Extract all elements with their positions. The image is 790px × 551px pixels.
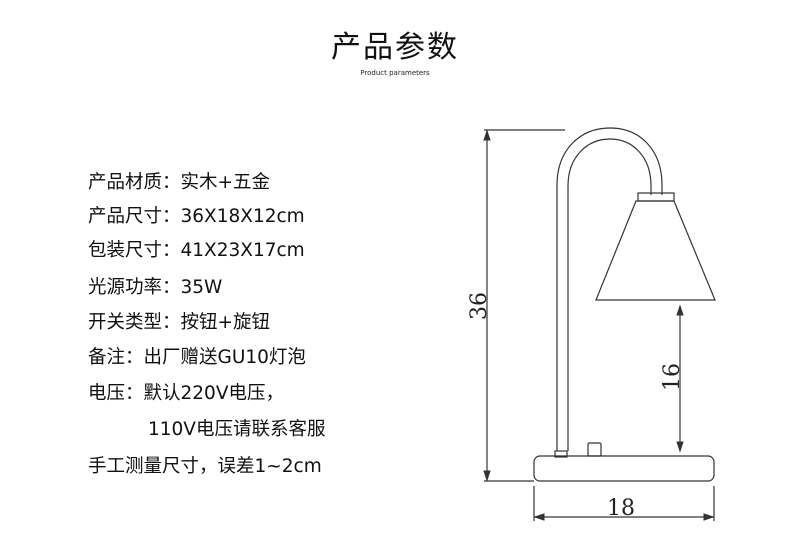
spec-label: 电压： (88, 383, 144, 404)
spec-value: 41X23X17cm (180, 240, 305, 261)
lamp-shade (595, 200, 716, 301)
spec-package-size: 包装尺寸：41X23X17cm (88, 234, 305, 268)
height-arrow-top (483, 129, 491, 141)
spec-label: 产品尺寸： (88, 206, 181, 227)
clearance-arrow-top (676, 304, 684, 316)
spec-power: 光源功率：35W (88, 271, 222, 305)
clearance-arrow-bottom (676, 441, 684, 453)
width-arrow-left (533, 513, 545, 521)
shade-cap (637, 192, 675, 202)
spec-remark: 备注：出厂赠送GU10灯泡 (88, 341, 306, 375)
spec-value: 误差1~2cm (217, 456, 322, 477)
pole-socket (554, 450, 568, 458)
spec-label: 产品材质： (88, 172, 181, 193)
lamp-arm-outer (556, 127, 663, 451)
spec-value: 36X18X12cm (180, 206, 305, 227)
spec-value: 默认220V电压， (143, 383, 284, 404)
spec-label: 光源功率： (88, 277, 181, 298)
spec-value: 出厂赠送GU10灯泡 (143, 347, 306, 368)
spec-label: 开关类型： (88, 312, 181, 333)
spec-voltage-note: 110V电压请联系客服 (148, 413, 325, 447)
spec-switch-type: 开关类型：按钮+旋钮 (88, 306, 270, 340)
spec-label: 包装尺寸： (88, 240, 181, 261)
lamp-knob (587, 442, 602, 457)
lamp-arm-inner (567, 138, 652, 451)
lamp-base (533, 455, 715, 482)
page-title: 产品参数 (331, 30, 459, 65)
spec-value: 实木+五金 (180, 172, 271, 193)
spec-label: 手工测量尺寸， (88, 456, 218, 477)
clearance-dimension-label: 16 (660, 363, 685, 391)
spec-label: 备注： (88, 347, 144, 368)
spec-voltage: 电压：默认220V电压， (88, 377, 284, 411)
height-dimension-label: 36 (467, 292, 492, 320)
spec-product-size: 产品尺寸：36X18X12cm (88, 200, 305, 234)
spec-material: 产品材质：实木+五金 (88, 166, 270, 200)
height-arrow-bottom (483, 470, 491, 482)
spec-value: 按钮+旋钮 (180, 312, 271, 333)
spec-value: 110V电压请联系客服 (148, 419, 326, 440)
width-dimension-label: 18 (607, 496, 635, 521)
width-arrow-right (703, 513, 715, 521)
page-subtitle: Product parameters (360, 69, 430, 77)
spec-measure-note: 手工测量尺寸，误差1~2cm (88, 450, 322, 484)
spec-value: 35W (180, 277, 223, 298)
